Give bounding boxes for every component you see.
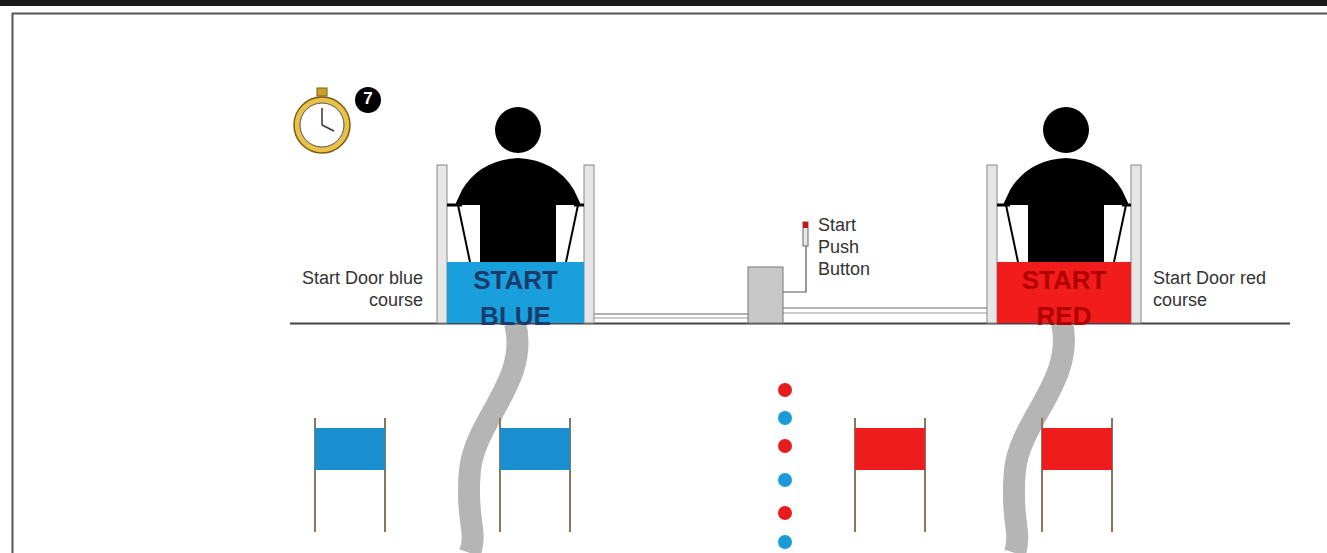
push-button-box	[748, 267, 783, 323]
gate-flag	[1042, 418, 1112, 532]
gate-post	[437, 165, 447, 323]
start-box: START BLUE	[447, 262, 584, 323]
stopwatch-icon	[294, 88, 350, 153]
gate-post	[1131, 165, 1141, 323]
gate-post	[987, 165, 997, 323]
divider-dots	[778, 383, 792, 549]
door-label: Start Door blue course	[300, 267, 423, 311]
door-label: Start Door red course	[1153, 267, 1276, 311]
push-button-tip	[803, 222, 808, 228]
callout-number: 7	[355, 88, 381, 110]
button-label: Start Push Button	[818, 214, 888, 280]
leader-line	[783, 245, 806, 292]
box-text: START BLUE	[447, 262, 584, 334]
gate-flag	[315, 418, 385, 532]
cut-title-strip	[0, 0, 1327, 6]
wire	[783, 307, 987, 309]
skier-silhouette	[447, 107, 584, 262]
frame	[13, 14, 1327, 553]
box-text: START RED	[997, 262, 1131, 334]
wire	[594, 317, 748, 319]
callout-circle	[355, 87, 381, 113]
push-button	[803, 222, 808, 246]
wire	[594, 313, 748, 315]
start-box: START RED	[997, 262, 1131, 323]
skier-silhouette	[997, 107, 1131, 262]
wire	[783, 312, 987, 314]
gate-post	[584, 165, 594, 323]
gate-flag	[855, 418, 925, 532]
gate-flag	[500, 418, 570, 532]
